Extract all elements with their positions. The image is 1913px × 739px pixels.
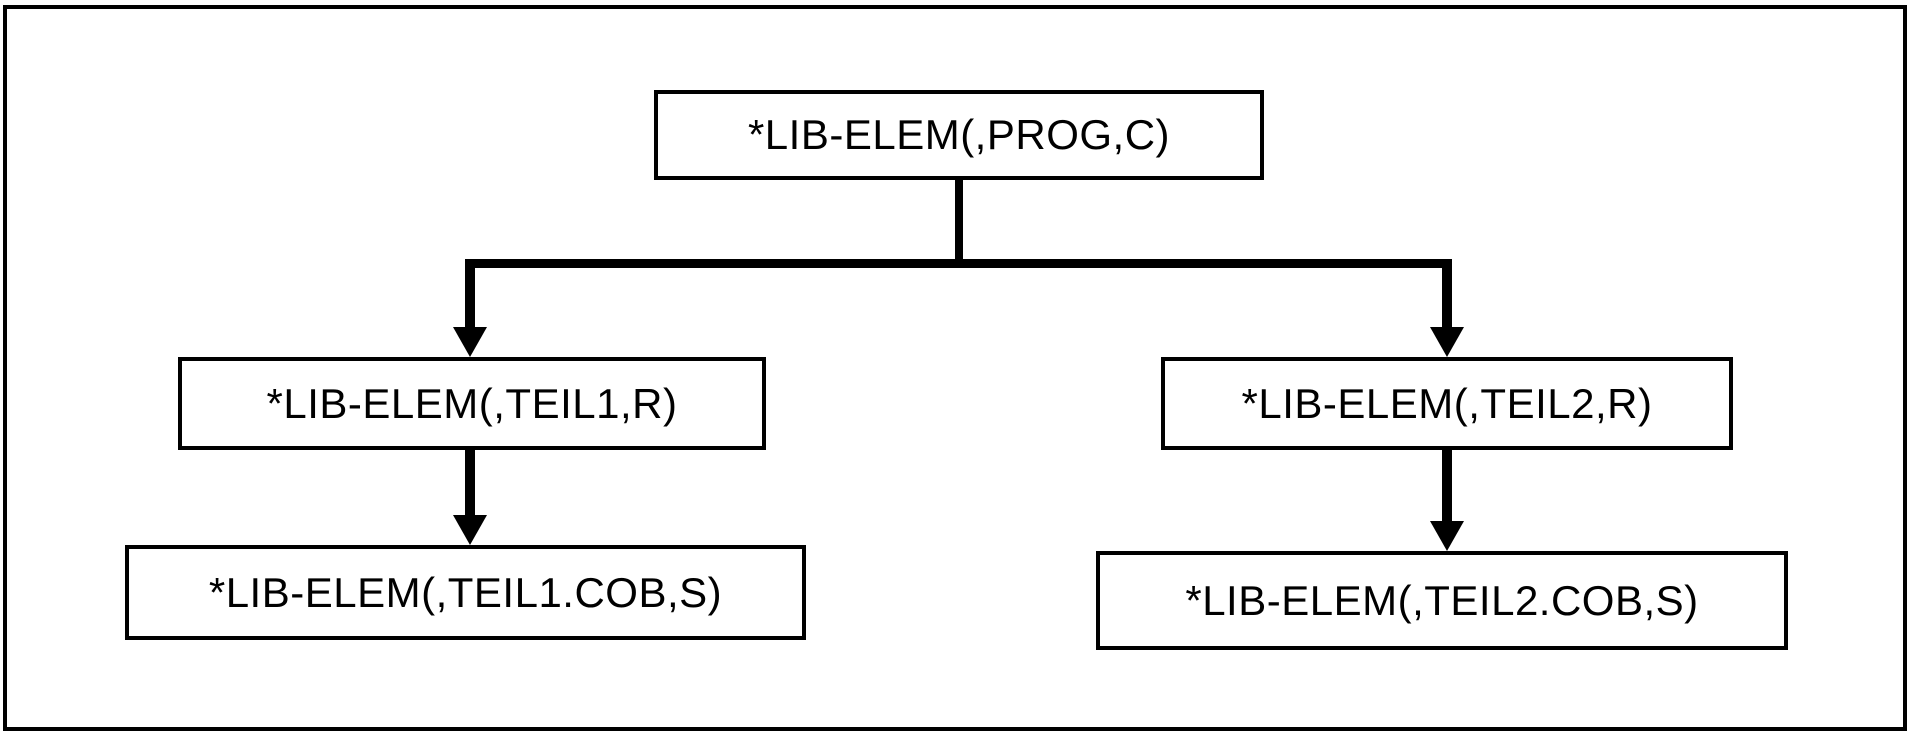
- arrowhead-down-icon: [1430, 521, 1464, 551]
- edge-root-stem: [955, 180, 963, 268]
- arrowhead-down-icon: [453, 327, 487, 357]
- node-prog: *LIB-ELEM(,PROG,C): [654, 90, 1264, 180]
- node-prog-label: *LIB-ELEM(,PROG,C): [747, 111, 1171, 158]
- arrowhead-down-icon: [1430, 327, 1464, 357]
- edge-drop-to-teil1: [465, 259, 475, 329]
- node-teil1: *LIB-ELEM(,TEIL1,R): [178, 357, 766, 450]
- edge-drop-to-teil2: [1442, 259, 1452, 329]
- edge-branch-rail: [465, 259, 1452, 268]
- arrowhead-down-icon: [453, 515, 487, 545]
- edge-teil1-to-cob: [465, 448, 475, 517]
- node-teil1-cob: *LIB-ELEM(,TEIL1.COB,S): [125, 545, 806, 640]
- node-teil2: *LIB-ELEM(,TEIL2,R): [1161, 357, 1733, 450]
- node-teil2-cob-label: *LIB-ELEM(,TEIL2.COB,S): [1185, 576, 1699, 624]
- node-teil1-cob-label: *LIB-ELEM(,TEIL1.COB,S): [208, 568, 723, 616]
- edge-teil2-to-cob: [1442, 448, 1452, 523]
- node-teil2-label: *LIB-ELEM(,TEIL2,R): [1241, 379, 1653, 427]
- node-teil1-label: *LIB-ELEM(,TEIL1,R): [266, 379, 678, 427]
- node-teil2-cob: *LIB-ELEM(,TEIL2.COB,S): [1096, 551, 1788, 650]
